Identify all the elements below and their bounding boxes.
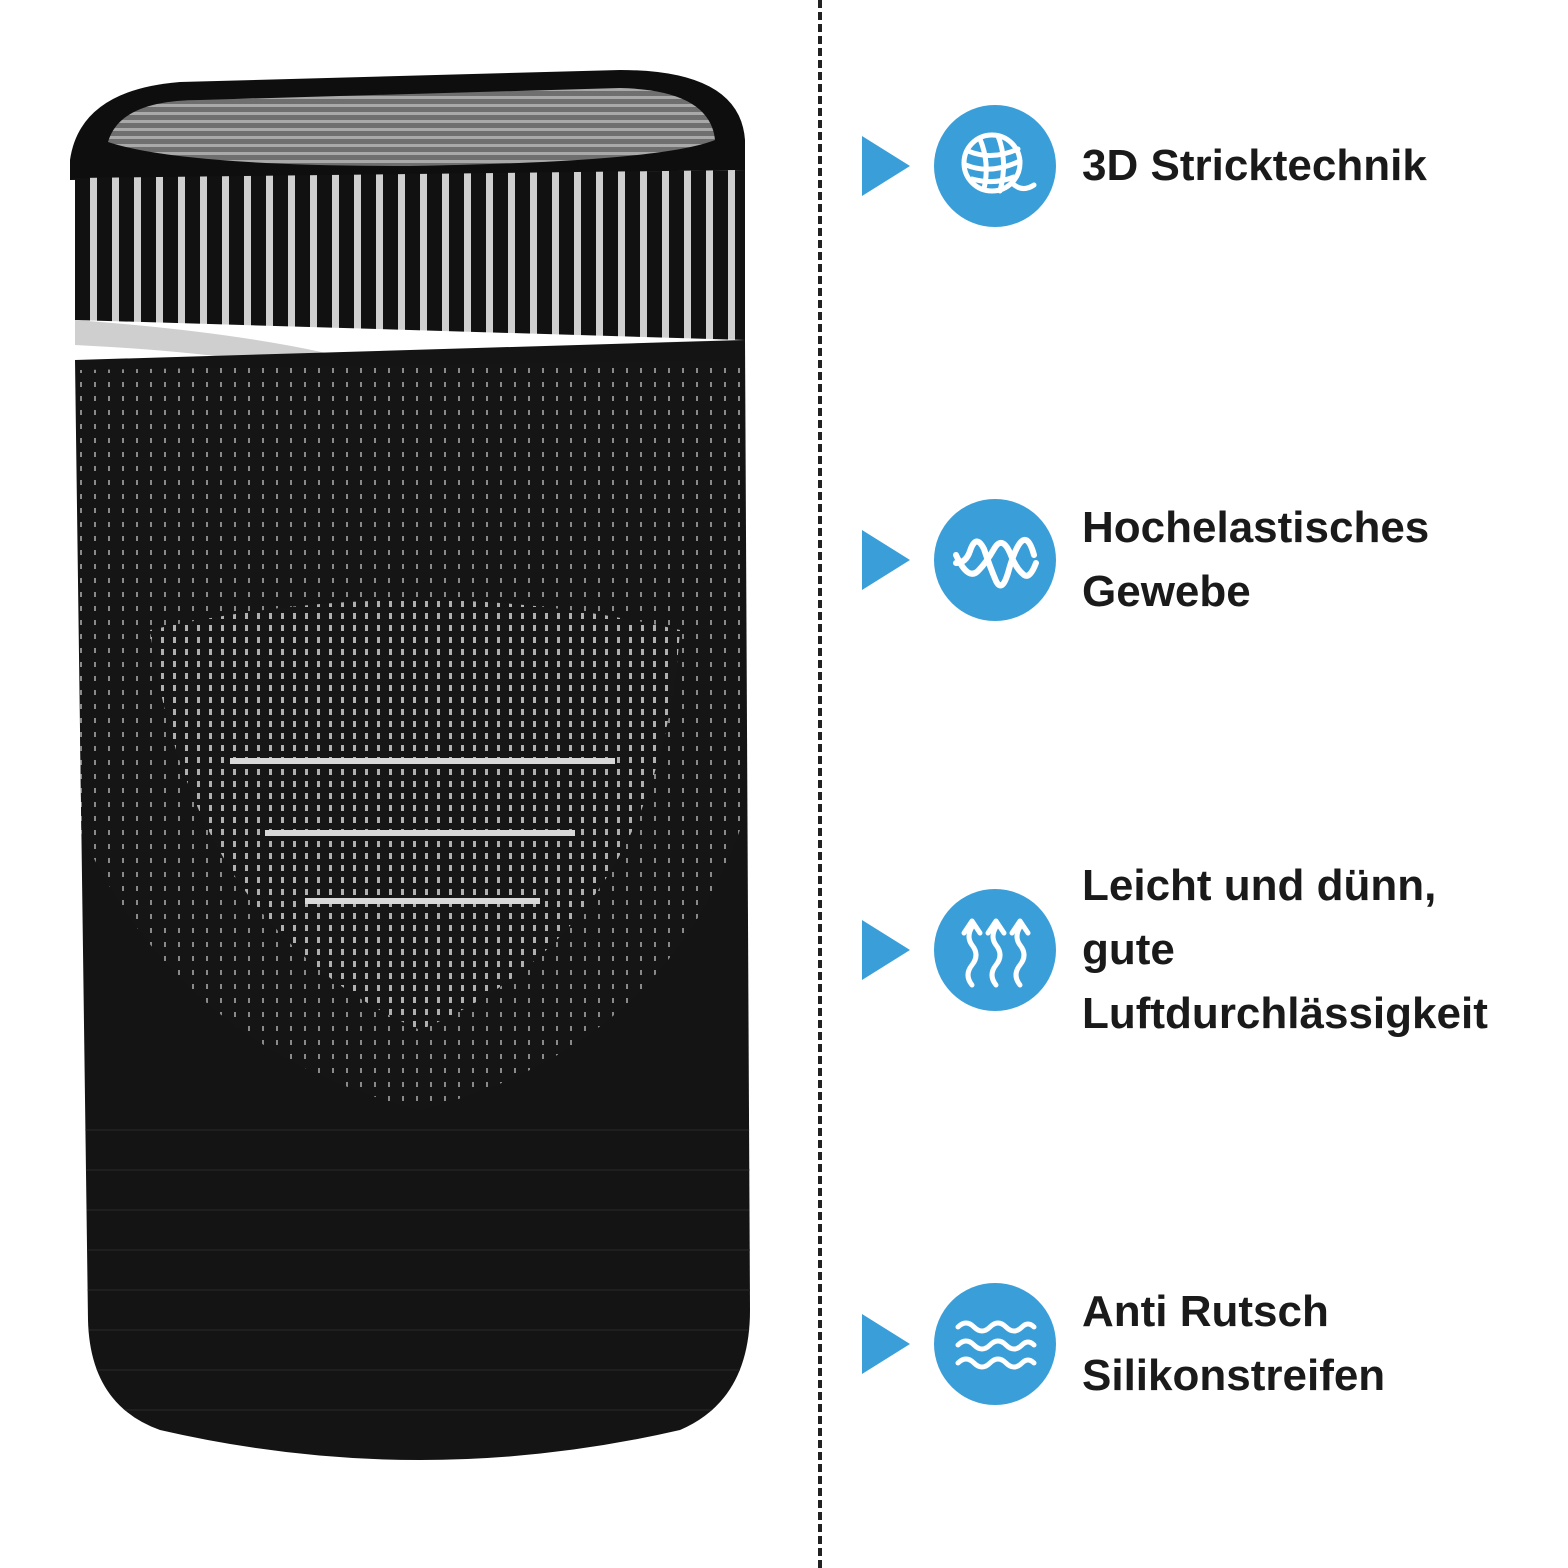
dashed-divider <box>818 0 822 1568</box>
bullet-arrow-icon <box>862 920 910 980</box>
bullet-arrow-icon <box>862 136 910 196</box>
yarn-ball-icon <box>934 105 1056 227</box>
feature-high-elastic: Hochelastisches Gewebe <box>862 490 1562 630</box>
feature-label: Anti Rutsch Silikonstreifen <box>1082 1287 1386 1400</box>
bullet-arrow-icon <box>862 530 910 590</box>
bullet-arrow-icon <box>862 1314 910 1374</box>
feature-3d-knitting: 3D Stricktechnik <box>862 96 1562 236</box>
feature-label: 3D Stricktechnik <box>1082 141 1427 190</box>
breathable-arrows-icon <box>934 889 1056 1011</box>
knee-sleeve-image <box>70 70 750 1460</box>
feature-light-breathable: Leicht und dünn, gute Luftdurchlässigkei… <box>862 861 1562 1038</box>
feature-label: Hochelastisches Gewebe <box>1082 503 1430 616</box>
feature-label: Leicht und dünn, gute Luftdurchlässigkei… <box>1082 861 1488 1038</box>
feature-anti-slip: Anti Rutsch Silikonstreifen <box>862 1274 1562 1414</box>
anti-slip-waves-icon <box>934 1283 1056 1405</box>
elastic-wave-icon <box>934 499 1056 621</box>
